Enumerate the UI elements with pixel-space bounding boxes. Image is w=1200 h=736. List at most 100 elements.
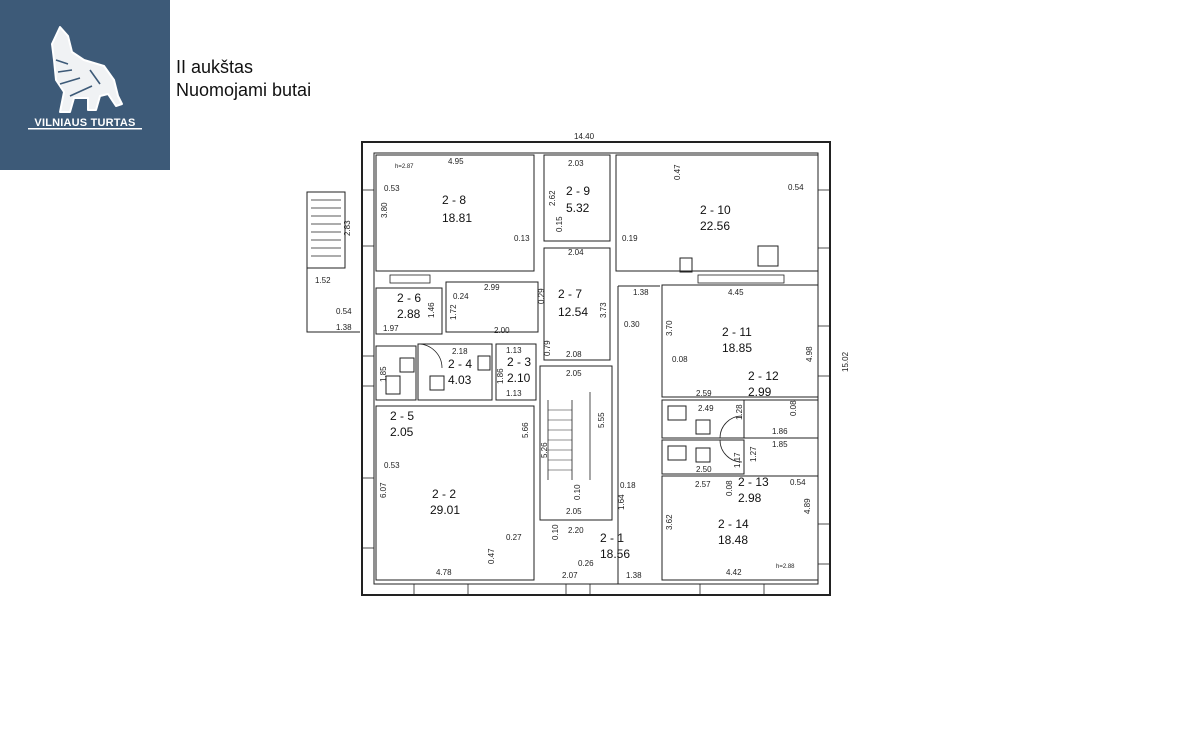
room-id: 2 - 1 bbox=[600, 531, 624, 545]
dimension-label: 5.66 bbox=[521, 422, 530, 438]
dimension-label: 1.46 bbox=[427, 302, 436, 318]
dimension-label: 0.29 bbox=[537, 288, 546, 304]
dimension-label: 0.54 bbox=[336, 307, 352, 316]
dimension-label: 0.08 bbox=[672, 355, 688, 364]
dimension-label: 2.49 bbox=[698, 404, 714, 413]
room-labels: 2 - 8 18.81 2 - 9 5.32 2 - 10 22.56 2 - … bbox=[390, 184, 779, 561]
dimension-label: 5.55 bbox=[597, 412, 606, 428]
dimension-label: 0.27 bbox=[506, 533, 522, 542]
room-id: 2 - 12 bbox=[748, 369, 779, 383]
dimension-label: 0.47 bbox=[487, 548, 496, 564]
floor-title: II aukštas bbox=[176, 57, 254, 77]
dimension-label: 0.30 bbox=[624, 320, 640, 329]
dimension-label: 0.47 bbox=[673, 164, 682, 180]
dimension-label: 1.28 bbox=[735, 404, 744, 420]
dimension-label: 2.59 bbox=[696, 389, 712, 398]
dimension-label: 0.18 bbox=[620, 481, 636, 490]
dimension-labels: 14.40 15.02 2.83 1.52 0.54 1.38 h=2.87 4… bbox=[315, 132, 850, 580]
dimension-label: 1.17 bbox=[733, 452, 742, 468]
room-area: 2.10 bbox=[507, 371, 531, 385]
room-area: 2.05 bbox=[390, 425, 414, 439]
dimension-label: 1.52 bbox=[315, 276, 331, 285]
dimension-label: 2.07 bbox=[562, 571, 578, 580]
room-area: 29.01 bbox=[430, 503, 460, 517]
room-id: 2 - 13 bbox=[738, 475, 769, 489]
dimension-label: 2.57 bbox=[695, 480, 711, 489]
dimension-label: 0.08 bbox=[725, 480, 734, 496]
dimension-label: 2.99 bbox=[484, 283, 500, 292]
dimension-label: 0.26 bbox=[578, 559, 594, 568]
dimension-label: 0.19 bbox=[622, 234, 638, 243]
dimension-label: 4.78 bbox=[436, 568, 452, 577]
dimension-label: 1.85 bbox=[379, 366, 388, 382]
dimension-label: 1.64 bbox=[617, 494, 626, 510]
dimension-label: 2.04 bbox=[568, 248, 584, 257]
room-area: 2.98 bbox=[738, 491, 762, 505]
dimension-label: 1.85 bbox=[772, 440, 788, 449]
dimension-label: 2.03 bbox=[568, 159, 584, 168]
room-area: 22.56 bbox=[700, 219, 730, 233]
dimension-label: 2.18 bbox=[452, 347, 468, 356]
dimension-label: 1.86 bbox=[772, 427, 788, 436]
dimension-label: 3.62 bbox=[665, 514, 674, 530]
dimension-label: 1.13 bbox=[506, 389, 522, 398]
dimension-label: 3.80 bbox=[380, 202, 389, 218]
dimension-label: 3.73 bbox=[599, 302, 608, 318]
dimension-label: 14.40 bbox=[574, 132, 595, 141]
dimension-label: 2.62 bbox=[548, 190, 557, 206]
room-area: 18.81 bbox=[442, 211, 472, 225]
dimension-label: 4.89 bbox=[803, 498, 812, 514]
wolf-icon bbox=[28, 26, 142, 130]
dimension-label: 6.07 bbox=[379, 482, 388, 498]
dimension-label: h=2.87 bbox=[395, 164, 414, 170]
dimension-label: 0.13 bbox=[514, 234, 530, 243]
room-area: 18.85 bbox=[722, 341, 752, 355]
room-id: 2 - 11 bbox=[722, 325, 752, 339]
dimension-label: 4.95 bbox=[448, 157, 464, 166]
floor-subtitle: Nuomojami butai bbox=[176, 80, 312, 100]
room-id: 2 - 2 bbox=[432, 487, 456, 501]
dimension-label: 0.08 bbox=[789, 400, 798, 416]
dimension-label: 0.15 bbox=[555, 216, 564, 232]
page-heading: II aukštas Nuomojami butai bbox=[176, 56, 311, 102]
dimension-label: 4.98 bbox=[805, 346, 814, 362]
dimension-label: 4.42 bbox=[726, 568, 742, 577]
room-id: 2 - 9 bbox=[566, 184, 590, 198]
dimension-label: 0.10 bbox=[551, 524, 560, 540]
room-id: 2 - 6 bbox=[397, 291, 421, 305]
dimension-label: 5.26 bbox=[540, 442, 549, 458]
dimension-label: 2.05 bbox=[566, 369, 582, 378]
dimension-label: 0.54 bbox=[788, 183, 804, 192]
dimension-label: 0.53 bbox=[384, 461, 400, 470]
logo-panel: VILNIAUS TURTAS bbox=[0, 0, 170, 170]
dimension-label: 1.72 bbox=[449, 304, 458, 320]
dimension-label: 0.79 bbox=[543, 340, 552, 356]
dimension-label: 0.53 bbox=[384, 184, 400, 193]
dimension-label: 1.13 bbox=[506, 346, 522, 355]
dimension-label: 1.38 bbox=[336, 323, 352, 332]
dimension-label: 2.83 bbox=[343, 220, 352, 236]
dimension-label: 1.86 bbox=[496, 368, 505, 384]
room-area: 18.48 bbox=[718, 533, 748, 547]
dimension-label: 2.05 bbox=[566, 507, 582, 516]
dimension-label: 2.50 bbox=[696, 465, 712, 474]
dimension-label: 2.08 bbox=[566, 350, 582, 359]
room-id: 2 - 8 bbox=[442, 193, 466, 207]
room-id: 2 - 4 bbox=[448, 357, 472, 371]
room-area: 2.88 bbox=[397, 307, 421, 321]
room-id: 2 - 10 bbox=[700, 203, 731, 217]
dimension-label: 1.38 bbox=[626, 571, 642, 580]
room-id: 2 - 14 bbox=[718, 517, 749, 531]
room-area: 18.56 bbox=[600, 547, 630, 561]
dimension-label: 0.54 bbox=[790, 478, 806, 487]
dimension-label: 4.45 bbox=[728, 288, 744, 297]
dimension-label: 15.02 bbox=[841, 351, 850, 372]
dimension-label: 2.20 bbox=[568, 526, 584, 535]
dimension-label: 1.27 bbox=[749, 446, 758, 462]
room-area: 12.54 bbox=[558, 305, 588, 319]
room-id: 2 - 5 bbox=[390, 409, 414, 423]
room-area: 2.99 bbox=[748, 385, 772, 399]
dimension-label: 2.00 bbox=[494, 326, 510, 335]
room-area: 4.03 bbox=[448, 373, 472, 387]
